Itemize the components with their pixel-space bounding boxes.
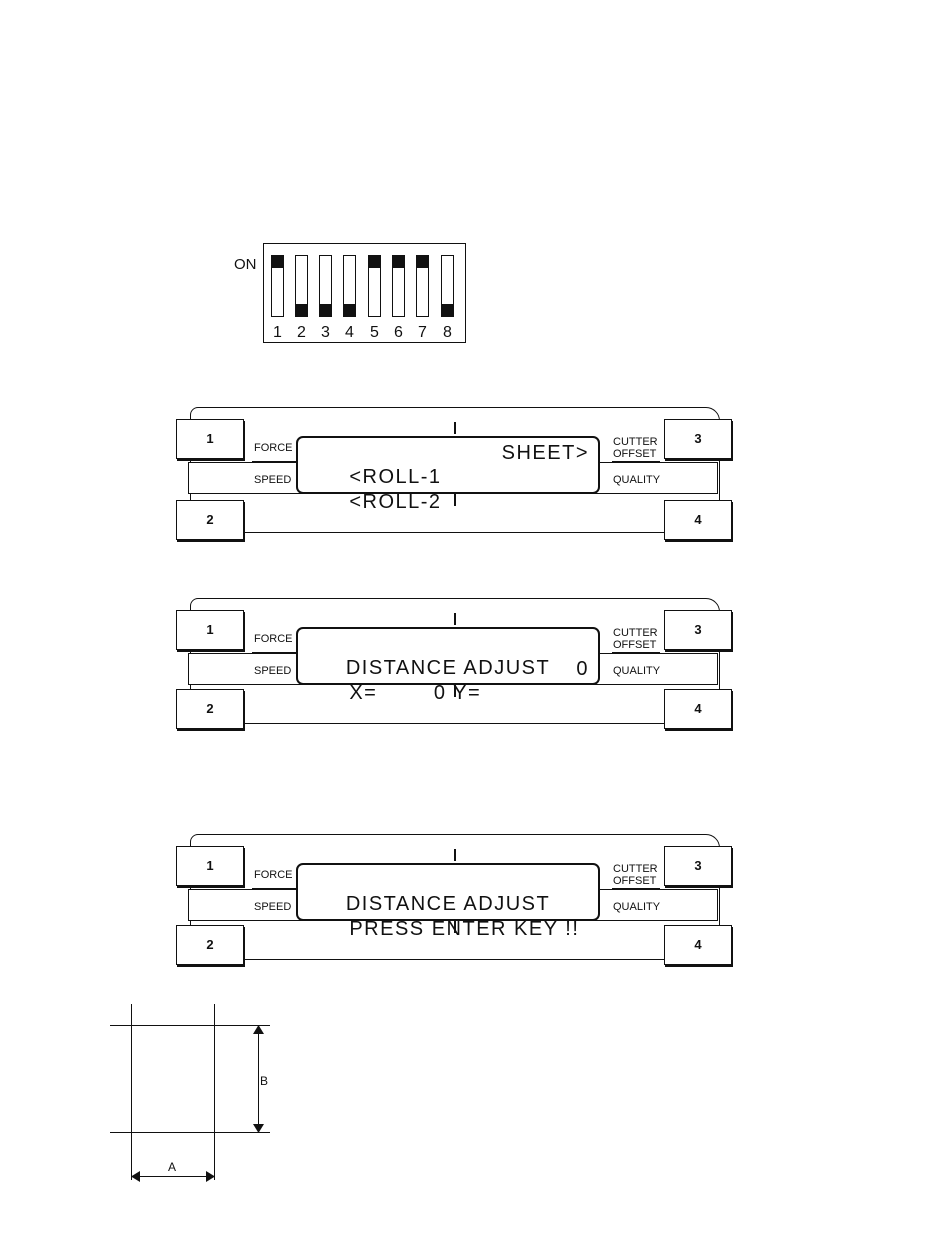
- lcd-display: DISTANCE ADJUST PRESS ENTER KEY !!: [296, 863, 600, 940]
- lcd-line-2: <ROLL-2: [307, 466, 589, 513]
- dip-number: 1: [273, 324, 282, 341]
- key-3-button[interactable]: 3: [664, 846, 732, 886]
- switch-knob: [441, 304, 454, 317]
- lcd-display: DISTANCE ADJUST X= 0 Y= 0: [296, 627, 600, 704]
- key-3-button[interactable]: 3: [664, 610, 732, 650]
- key-1-button[interactable]: 1: [176, 610, 244, 650]
- switch-knob: [295, 304, 308, 317]
- control-panel-1: 1 2 3 4 FORCE SPEED CUTTER OFFSET QUALIT…: [176, 407, 736, 542]
- cutter-label: CUTTER: [613, 863, 658, 875]
- speed-label: SPEED: [254, 901, 292, 913]
- lcd-line-2: X= 0 Y= 0: [307, 657, 589, 704]
- lcd-line-1: <ROLL-1 SHEET>: [307, 441, 589, 488]
- lcd-line-1: DISTANCE ADJUST: [307, 632, 589, 679]
- dim-a-line: [134, 1176, 212, 1177]
- dip-switch-1[interactable]: [271, 255, 284, 317]
- lcd-display: <ROLL-1 SHEET> <ROLL-2: [296, 436, 600, 513]
- dim-a-arrow-right: [206, 1171, 215, 1182]
- dip-number: 5: [370, 324, 379, 341]
- alignment-tick-top: [454, 422, 456, 434]
- dim-b-arrow-top: [253, 1025, 264, 1034]
- alignment-tick-bottom: [454, 921, 456, 933]
- force-label: FORCE: [254, 869, 293, 881]
- force-underline: [252, 461, 296, 462]
- dip-switch-6[interactable]: [392, 255, 405, 317]
- offset-label: OFFSET: [613, 448, 657, 460]
- lcd-prompt: PRESS ENTER KEY !!: [349, 918, 580, 940]
- dim-a-label: A: [168, 1160, 177, 1174]
- right-guide-line: [214, 1004, 215, 1180]
- speed-label: SPEED: [254, 665, 292, 677]
- quality-label: QUALITY: [613, 901, 661, 913]
- offset-underline: [612, 652, 660, 653]
- quality-label: QUALITY: [613, 665, 661, 677]
- alignment-tick-bottom: [454, 685, 456, 697]
- dip-number: 2: [297, 324, 306, 341]
- dip-number: 4: [345, 324, 354, 341]
- left-guide-line: [131, 1004, 132, 1180]
- alignment-tick-top: [454, 849, 456, 861]
- speed-label: SPEED: [254, 474, 292, 486]
- offset-underline: [612, 888, 660, 889]
- dim-a-arrow-left: [131, 1171, 140, 1182]
- lcd-title: DISTANCE ADJUST: [345, 893, 551, 915]
- quality-label: QUALITY: [613, 474, 661, 486]
- lcd-line-1: DISTANCE ADJUST: [307, 868, 589, 915]
- force-underline: [252, 652, 296, 653]
- lcd-line-2: PRESS ENTER KEY !!: [307, 893, 589, 940]
- key-2-button[interactable]: 2: [176, 500, 244, 540]
- alignment-tick-top: [454, 613, 456, 625]
- switch-knob: [319, 304, 332, 317]
- offset-label: OFFSET: [613, 639, 657, 651]
- alignment-tick-bottom: [454, 494, 456, 506]
- dip-switch-5[interactable]: [368, 255, 381, 317]
- switch-knob: [368, 255, 381, 268]
- dip-switch-3[interactable]: [319, 255, 332, 317]
- lcd-title: DISTANCE ADJUST: [345, 657, 551, 679]
- cutter-label: CUTTER: [613, 627, 658, 639]
- dip-switch-7[interactable]: [416, 255, 429, 317]
- cutter-label: CUTTER: [613, 436, 658, 448]
- key-2-button[interactable]: 2: [176, 925, 244, 965]
- dim-b-arrow-bottom: [253, 1124, 264, 1133]
- dim-b-line: [258, 1028, 259, 1129]
- dip-number: 8: [443, 324, 452, 341]
- lcd-y-value: 0: [576, 658, 589, 680]
- lcd-roll1-option: <ROLL-1: [349, 466, 442, 488]
- key-4-button[interactable]: 4: [664, 689, 732, 729]
- dip-number: 6: [394, 324, 403, 341]
- dip-switch-8[interactable]: [441, 255, 454, 317]
- top-guide-line: [110, 1025, 270, 1026]
- offset-label: OFFSET: [613, 875, 657, 887]
- force-label: FORCE: [254, 633, 293, 645]
- key-2-button[interactable]: 2: [176, 689, 244, 729]
- lcd-sheet-option: SHEET>: [501, 442, 589, 464]
- key-4-button[interactable]: 4: [664, 500, 732, 540]
- dip-switch-4[interactable]: [343, 255, 356, 317]
- key-3-button[interactable]: 3: [664, 419, 732, 459]
- control-panel-3: 1 2 3 4 FORCE SPEED CUTTER OFFSET QUALIT…: [176, 834, 736, 969]
- dip-on-label: ON: [234, 256, 257, 273]
- force-underline: [252, 888, 296, 889]
- switch-knob: [392, 255, 405, 268]
- dip-number: 3: [321, 324, 330, 341]
- key-1-button[interactable]: 1: [176, 846, 244, 886]
- switch-knob: [271, 255, 284, 268]
- lcd-roll2-option: <ROLL-2: [349, 491, 442, 513]
- dip-switch: 1 2 3 4 5 6 7 8: [263, 243, 466, 343]
- offset-underline: [612, 461, 660, 462]
- key-4-button[interactable]: 4: [664, 925, 732, 965]
- dip-number: 7: [418, 324, 427, 341]
- control-panel-2: 1 2 3 4 FORCE SPEED CUTTER OFFSET QUALIT…: [176, 598, 736, 733]
- lcd-xy-readout: X= 0 Y=: [349, 682, 482, 704]
- switch-knob: [343, 304, 356, 317]
- key-1-button[interactable]: 1: [176, 419, 244, 459]
- switch-knob: [416, 255, 429, 268]
- dip-switch-2[interactable]: [295, 255, 308, 317]
- force-label: FORCE: [254, 442, 293, 454]
- bottom-guide-line: [110, 1132, 270, 1133]
- dim-b-label: B: [260, 1074, 269, 1088]
